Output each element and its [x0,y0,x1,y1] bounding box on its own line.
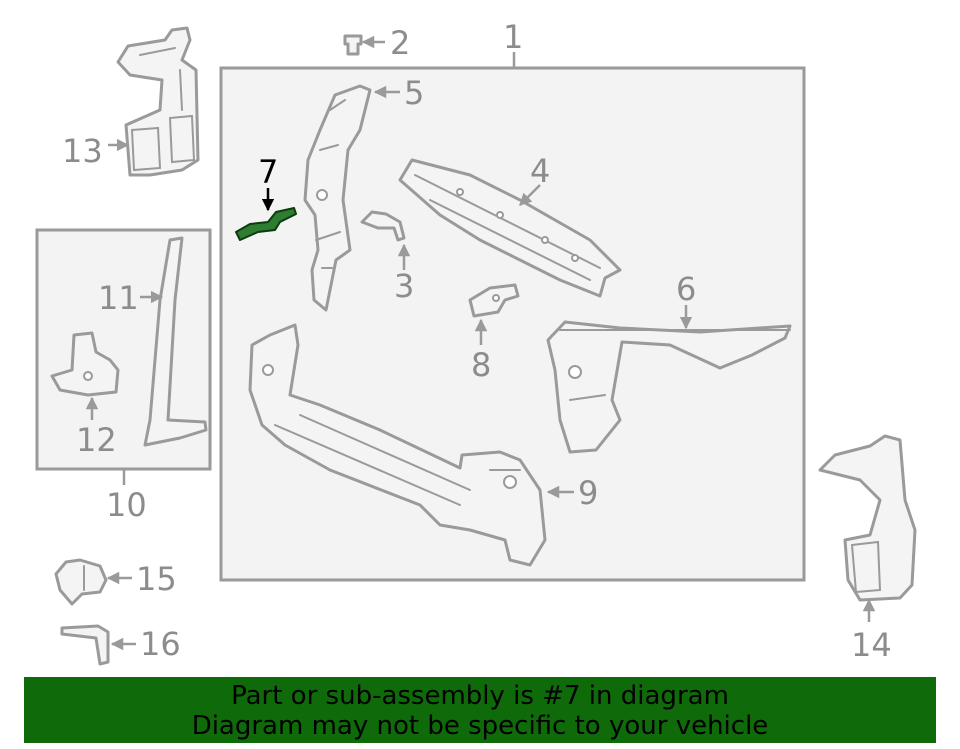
part-2-clip [343,34,363,56]
part-4-tie-bar [398,158,622,298]
callout-16: 16 [140,625,181,663]
callout-5: 5 [404,74,424,112]
banner-line-2: Diagram may not be specific to your vehi… [191,711,769,741]
callout-2: 2 [390,24,410,62]
part-13-shield [116,26,200,177]
callout-4: 4 [530,152,550,190]
callout-6: 6 [676,270,696,308]
callout-8: 8 [471,346,491,384]
part-5-support [303,84,372,312]
part-6-support [546,320,792,454]
part-16-bracket [60,624,110,666]
part-9-lower-support [248,323,547,567]
callout-13: 13 [62,132,103,170]
info-banner: Part or sub-assembly is #7 in diagram Di… [24,677,936,743]
banner-line-1: Part or sub-assembly is #7 in diagram [231,681,729,711]
part-14-shield [818,434,917,602]
part-11-seal [143,236,208,447]
callout-12: 12 [76,421,117,459]
callout-7: 7 [258,153,278,191]
callout-15: 15 [136,560,177,598]
part-12-bracket [50,331,120,397]
callout-9: 9 [578,474,598,512]
callout-1: 1 [503,18,523,56]
callout-11: 11 [98,279,139,317]
callout-14: 14 [851,626,892,664]
part-7-bracket [235,207,297,241]
part-8-plate [468,283,520,318]
callout-10: 10 [106,486,147,524]
part-15-connector [54,558,108,606]
callout-3: 3 [394,267,414,305]
part-3-bracket [360,210,406,242]
